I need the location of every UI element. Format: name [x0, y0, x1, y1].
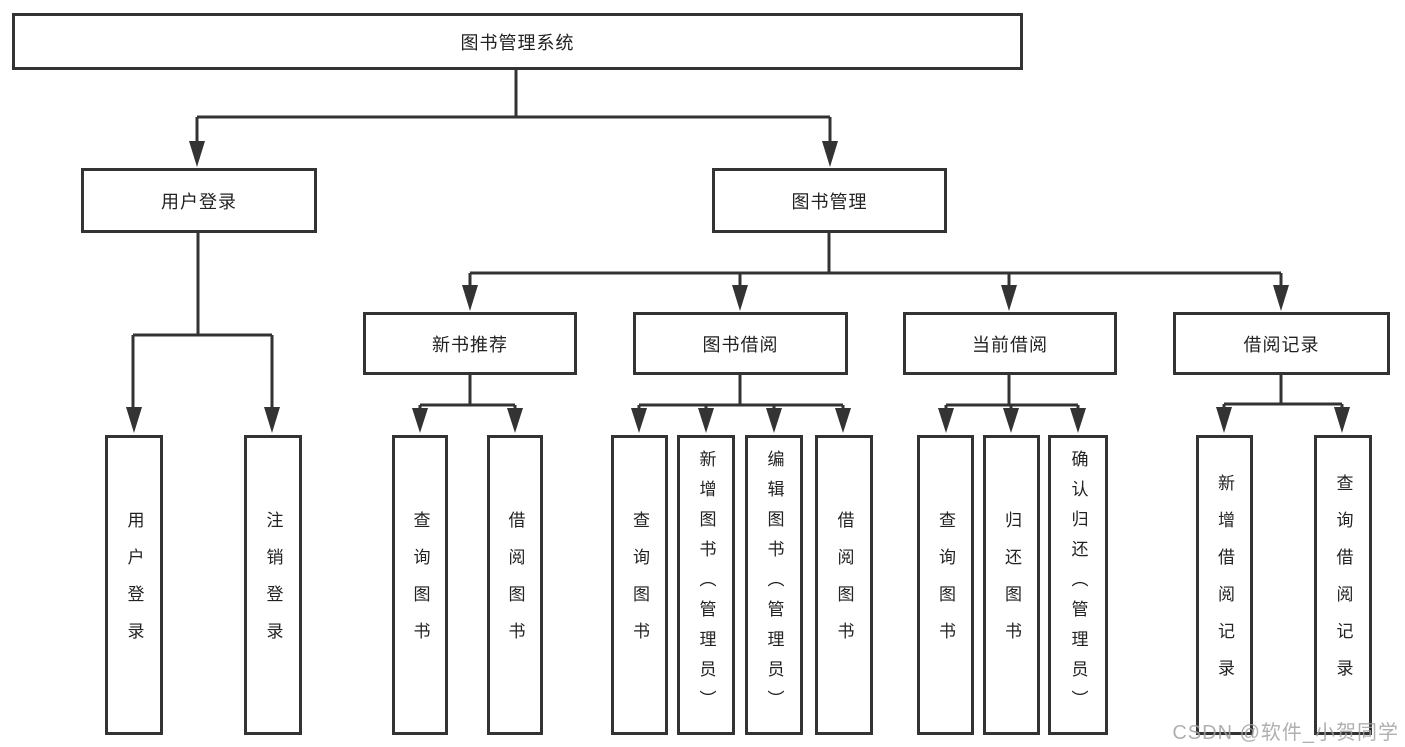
arrowhead — [732, 285, 748, 311]
leaf-bb-borrow-books: 借阅图书 — [815, 435, 873, 735]
leaf-cb-query-books-label: 查询图书 — [936, 511, 955, 659]
leaf-bb-query-books: 查询图书 — [611, 435, 668, 735]
arrowhead — [1216, 407, 1232, 433]
leaf-bb-borrow-books-label: 借阅图书 — [834, 511, 854, 659]
arrowhead — [835, 408, 851, 433]
leaf-logout-label: 注销登录 — [263, 511, 283, 659]
leaf-nb-query-books: 查询图书 — [392, 435, 448, 735]
node-current-borrow: 当前借阅 — [903, 312, 1117, 375]
arrowhead — [1001, 285, 1017, 311]
leaf-br-query-record: 查询借阅记录 — [1314, 435, 1372, 735]
node-borrow-records: 借阅记录 — [1173, 312, 1390, 375]
arrowhead — [631, 408, 647, 433]
connector-records-children — [1216, 375, 1350, 433]
leaf-cb-return-books: 归还图书 — [983, 435, 1040, 735]
node-root-label: 图书管理系统 — [460, 32, 575, 53]
leaf-cb-return-books-label: 归还图书 — [1002, 511, 1021, 659]
arrowhead — [462, 285, 478, 311]
arrowhead — [1070, 408, 1086, 433]
node-user-login-label: 用户登录 — [161, 191, 237, 212]
arrowhead — [507, 408, 523, 433]
connector-new-book-children — [412, 375, 523, 433]
node-user-login: 用户登录 — [81, 168, 317, 233]
leaf-user-login: 用户登录 — [105, 435, 163, 735]
arrowhead — [1273, 285, 1289, 311]
node-new-book-recommend-label: 新书推荐 — [432, 334, 508, 355]
arrowhead — [698, 408, 714, 433]
leaf-bb-add-book-admin-label: 新增图书（管理员） — [696, 450, 716, 720]
connector-root-to-level2 — [189, 70, 838, 167]
watermark: CSDN @软件_小贺同学 — [1172, 722, 1399, 744]
leaf-bb-edit-book-admin: 编辑图书（管理员） — [745, 435, 803, 735]
connector-current-borrow-children — [938, 375, 1086, 433]
leaf-user-login-label: 用户登录 — [124, 511, 144, 659]
leaf-cb-query-books: 查询图书 — [917, 435, 974, 735]
arrowhead — [938, 408, 954, 433]
arrowhead — [189, 141, 205, 167]
arrowhead — [766, 408, 782, 433]
arrowhead — [126, 407, 142, 433]
arrowhead — [1003, 408, 1019, 433]
leaf-bb-query-books-label: 查询图书 — [630, 511, 649, 659]
leaf-bb-edit-book-admin-label: 编辑图书（管理员） — [764, 450, 784, 720]
arrowhead — [822, 141, 838, 167]
node-book-borrow-label: 图书借阅 — [702, 334, 779, 355]
leaf-cb-confirm-return-admin-label: 确认归还（管理员） — [1068, 450, 1088, 720]
arrowhead — [412, 408, 428, 433]
node-new-book-recommend: 新书推荐 — [363, 312, 577, 375]
leaf-br-add-record: 新增借阅记录 — [1196, 435, 1253, 735]
node-book-management: 图书管理 — [712, 168, 947, 233]
arrowhead — [1334, 407, 1350, 433]
leaf-cb-confirm-return-admin: 确认归还（管理员） — [1048, 435, 1108, 735]
connector-book-management-children — [462, 233, 1289, 311]
leaf-nb-borrow-books-label: 借阅图书 — [505, 511, 525, 659]
arrowhead — [264, 407, 280, 433]
leaf-br-query-record-label: 查询借阅记录 — [1333, 474, 1353, 696]
connector-book-borrow-children — [631, 375, 851, 433]
connector-user-login-children — [126, 233, 280, 433]
node-borrow-records-label: 借阅记录 — [1243, 334, 1320, 355]
leaf-br-add-record-label: 新增借阅记录 — [1215, 474, 1234, 696]
node-root: 图书管理系统 — [12, 13, 1023, 70]
leaf-bb-add-book-admin: 新增图书（管理员） — [677, 435, 735, 735]
leaf-nb-borrow-books: 借阅图书 — [487, 435, 543, 735]
node-book-management-label: 图书管理 — [791, 191, 868, 212]
leaf-logout: 注销登录 — [244, 435, 302, 735]
node-book-borrow: 图书借阅 — [633, 312, 848, 375]
leaf-nb-query-books-label: 查询图书 — [410, 511, 430, 659]
node-current-borrow-label: 当前借阅 — [972, 334, 1048, 355]
